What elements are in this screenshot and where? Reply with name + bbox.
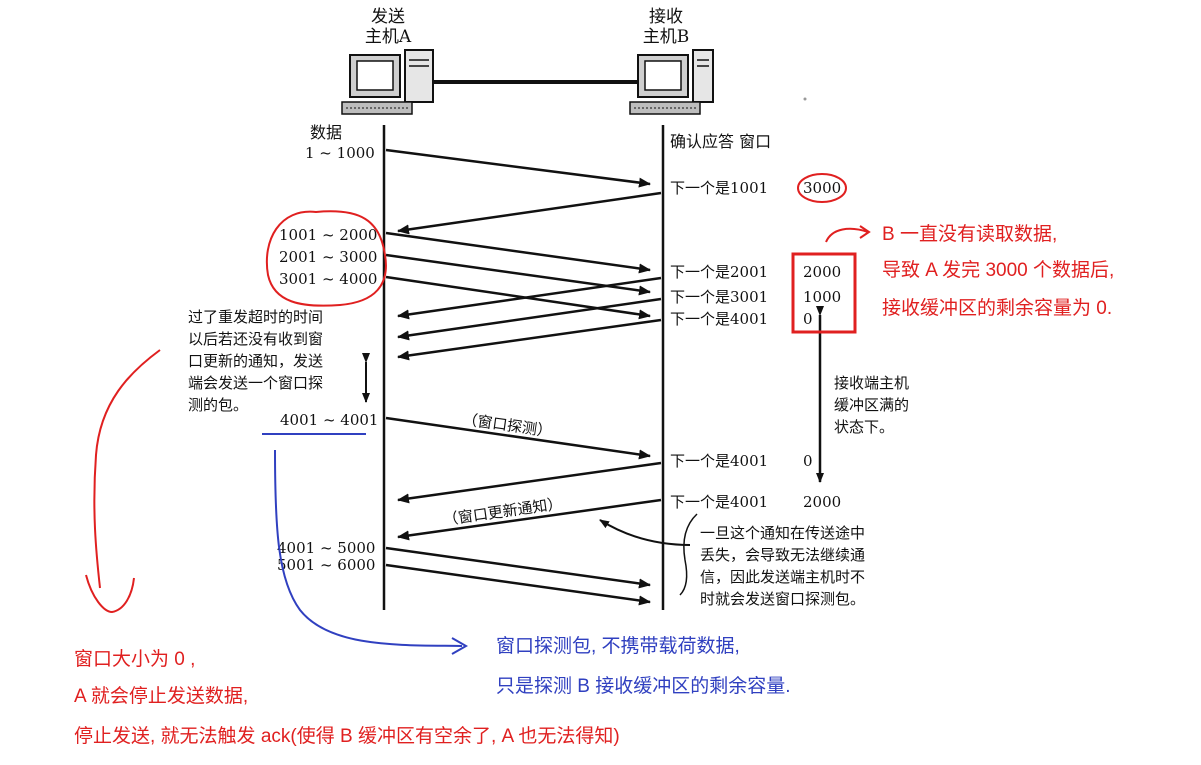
svg-text:丢失，会导致无法继续通: 丢失，会导致无法继续通 <box>700 546 865 564</box>
svg-text:缓冲区满的: 缓冲区满的 <box>834 396 909 414</box>
lost-notice-note: 一旦这个通知在传送途中 丢失，会导致无法继续通 信，因此发送端主机时不 时就会发… <box>700 524 865 608</box>
svg-text:接收缓冲区的剩余容量为 0.: 接收缓冲区的剩余容量为 0. <box>882 297 1112 319</box>
window-0-probe: 0 <box>803 452 813 470</box>
red-curve-arrow <box>93 349 161 589</box>
host-a-label-1: 发送 <box>371 7 405 27</box>
svg-text:窗口探测包, 不携带载荷数据,: 窗口探测包, 不携带载荷数据, <box>496 635 740 657</box>
arrow-segment-5 <box>385 546 651 589</box>
svg-text:窗口大小为 0 ,: 窗口大小为 0 , <box>74 648 195 670</box>
arrow-segment-2 <box>385 231 651 274</box>
svg-text:信，因此发送端主机时不: 信，因此发送端主机时不 <box>700 568 865 586</box>
next-2001: 下一个是2001 <box>670 263 768 281</box>
highlight-window-3000 <box>797 173 847 203</box>
range-2001-3000: 2001 ~ 3000 <box>279 248 377 266</box>
next-4001-update: 下一个是4001 <box>670 493 768 511</box>
buffer-full-note: 接收端主机 缓冲区满的 状态下。 <box>834 374 909 436</box>
svg-text:过了重发超时的时间: 过了重发超时的时间 <box>188 308 323 326</box>
window-2000: 2000 <box>803 263 841 281</box>
range-4001-5000: 4001 ~ 5000 <box>277 539 375 557</box>
window-1000: 1000 <box>803 288 841 306</box>
next-4001-probe: 下一个是4001 <box>670 452 768 470</box>
arrow-segment-1 <box>385 148 651 188</box>
svg-text:停止发送, 就无法触发 ack(使得 B 缓冲区有空余了,: 停止发送, 就无法触发 ack(使得 B 缓冲区有空余了, A 也无法得知) <box>74 725 620 747</box>
update-label: （窗口更新通知） <box>442 494 563 529</box>
arrow-window-probe <box>385 416 651 460</box>
svg-text:只是探测 B 接收缓冲区的剩余容量.: 只是探测 B 接收缓冲区的剩余容量. <box>496 675 791 697</box>
window-3000: 3000 <box>803 179 841 197</box>
arrow-window-update <box>397 498 662 541</box>
svg-text:测的包。: 测的包。 <box>188 396 248 414</box>
svg-text:B 一直没有读取数据,: B 一直没有读取数据, <box>882 223 1057 245</box>
host-b-label-1: 接收 <box>649 7 683 27</box>
svg-text:接收端主机: 接收端主机 <box>834 374 909 392</box>
svg-text:端会发送一个窗口探: 端会发送一个窗口探 <box>188 374 323 392</box>
arrow-ack-probe <box>397 461 662 504</box>
svg-text:状态下。: 状态下。 <box>834 418 894 436</box>
computer-a-icon <box>341 49 434 115</box>
highlight-segments <box>265 210 387 307</box>
arrow-segment-6 <box>385 563 651 606</box>
range-5001-6000: 5001 ~ 6000 <box>277 556 375 574</box>
range-1-1000: 1 ~ 1000 <box>305 144 375 162</box>
arrow-ack-2001 <box>397 276 662 320</box>
red-connector-arrow <box>825 227 869 243</box>
arrow-ack-3001 <box>397 297 662 341</box>
red-annotation-bottom: 窗口大小为 0 , A 就会停止发送数据, 停止发送, 就无法触发 ack(使得… <box>74 648 620 747</box>
window-2000-update: 2000 <box>803 493 841 511</box>
timeout-note: 过了重发超时的时间 以后若还没有收到窗 口更新的通知，发送 端会发送一个窗口探 … <box>188 308 323 414</box>
data-label: 数据 <box>310 123 342 142</box>
next-3001: 下一个是3001 <box>670 288 768 306</box>
red-annotation-right: B 一直没有读取数据, 导致 A 发完 3000 个数据后, 接收缓冲区的剩余容… <box>882 223 1114 319</box>
range-3001-4000: 3001 ~ 4000 <box>279 270 377 288</box>
range-1001-2000: 1001 ~ 2000 <box>279 226 377 244</box>
next-1001: 下一个是1001 <box>670 179 768 197</box>
arrow-segment-4 <box>385 275 651 320</box>
svg-text:A 就会停止发送数据,: A 就会停止发送数据, <box>74 685 248 707</box>
lost-note-bracket <box>679 513 698 596</box>
host-b-label-2: 主机B <box>643 27 690 47</box>
svg-text:一旦这个通知在传送途中: 一旦这个通知在传送途中 <box>700 524 865 542</box>
window-0: 0 <box>803 310 813 328</box>
lost-note-pointer <box>599 519 691 546</box>
ack-window-label: 确认应答 窗口 <box>670 132 771 151</box>
arrow-ack-4001 <box>397 318 662 361</box>
range-4001-4001: 4001 ~ 4001 <box>280 411 378 429</box>
arrow-ack-1001 <box>397 191 662 235</box>
svg-text:导致 A 发完 3000 个数据后,: 导致 A 发完 3000 个数据后, <box>882 259 1114 281</box>
blue-curve-arrow <box>274 449 463 647</box>
svg-text:以后若还没有收到窗: 以后若还没有收到窗 <box>188 330 323 348</box>
blue-annotation: 窗口探测包, 不携带载荷数据, 只是探测 B 接收缓冲区的剩余容量. <box>496 635 791 697</box>
next-4001: 下一个是4001 <box>670 310 768 328</box>
host-a-label-2: 主机A <box>365 27 412 47</box>
highlight-window-values <box>791 252 857 334</box>
svg-text:时就会发送窗口探测包。: 时就会发送窗口探测包。 <box>700 590 865 608</box>
svg-text:口更新的通知，发送: 口更新的通知，发送 <box>188 352 323 370</box>
computer-b-icon <box>629 49 714 115</box>
